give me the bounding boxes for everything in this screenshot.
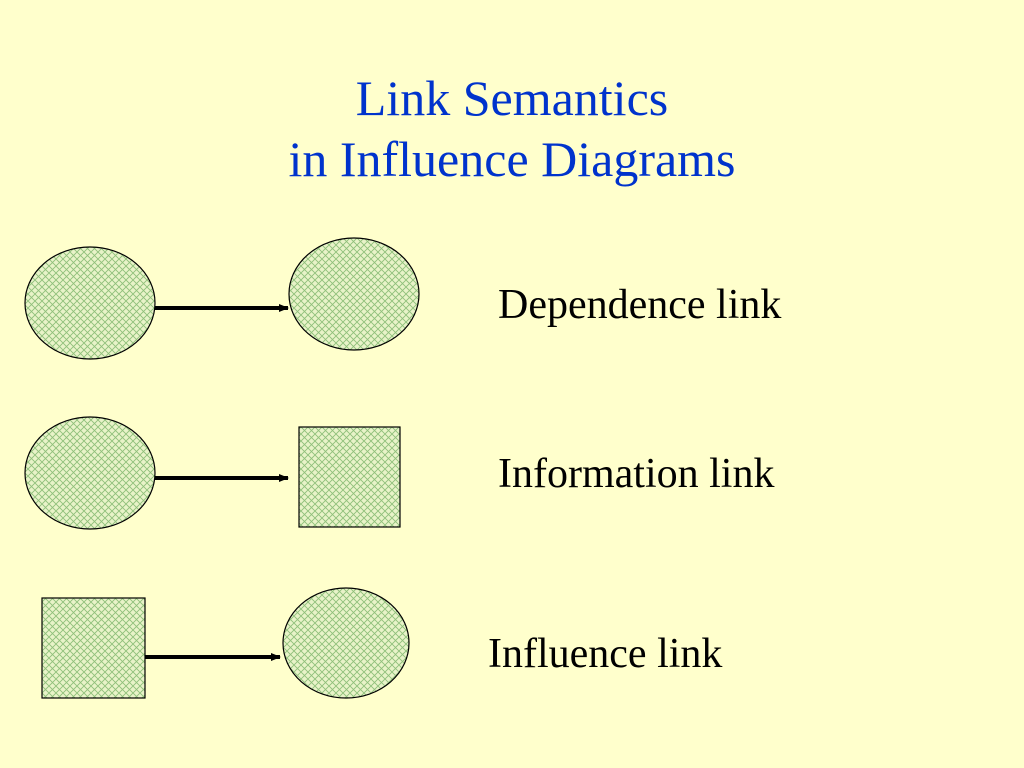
slide-title-line2: in Influence Diagrams [288, 131, 736, 187]
decision-node [298, 426, 401, 528]
slide-title-line1: Link Semantics [355, 70, 669, 126]
information-link-row [24, 416, 401, 530]
slide-title: Link Semantics in Influence Diagrams [0, 68, 1024, 190]
chance-node [282, 587, 410, 699]
decision-node [41, 597, 146, 699]
information-link-label: Information link [498, 451, 775, 497]
chance-node [24, 416, 156, 530]
dependence-link-row [24, 237, 420, 360]
influence-link-label: Influence link [488, 631, 723, 677]
influence-link-row [41, 587, 410, 699]
chance-node [24, 246, 156, 360]
dependence-link-label: Dependence link [498, 282, 782, 328]
chance-node [288, 237, 420, 351]
